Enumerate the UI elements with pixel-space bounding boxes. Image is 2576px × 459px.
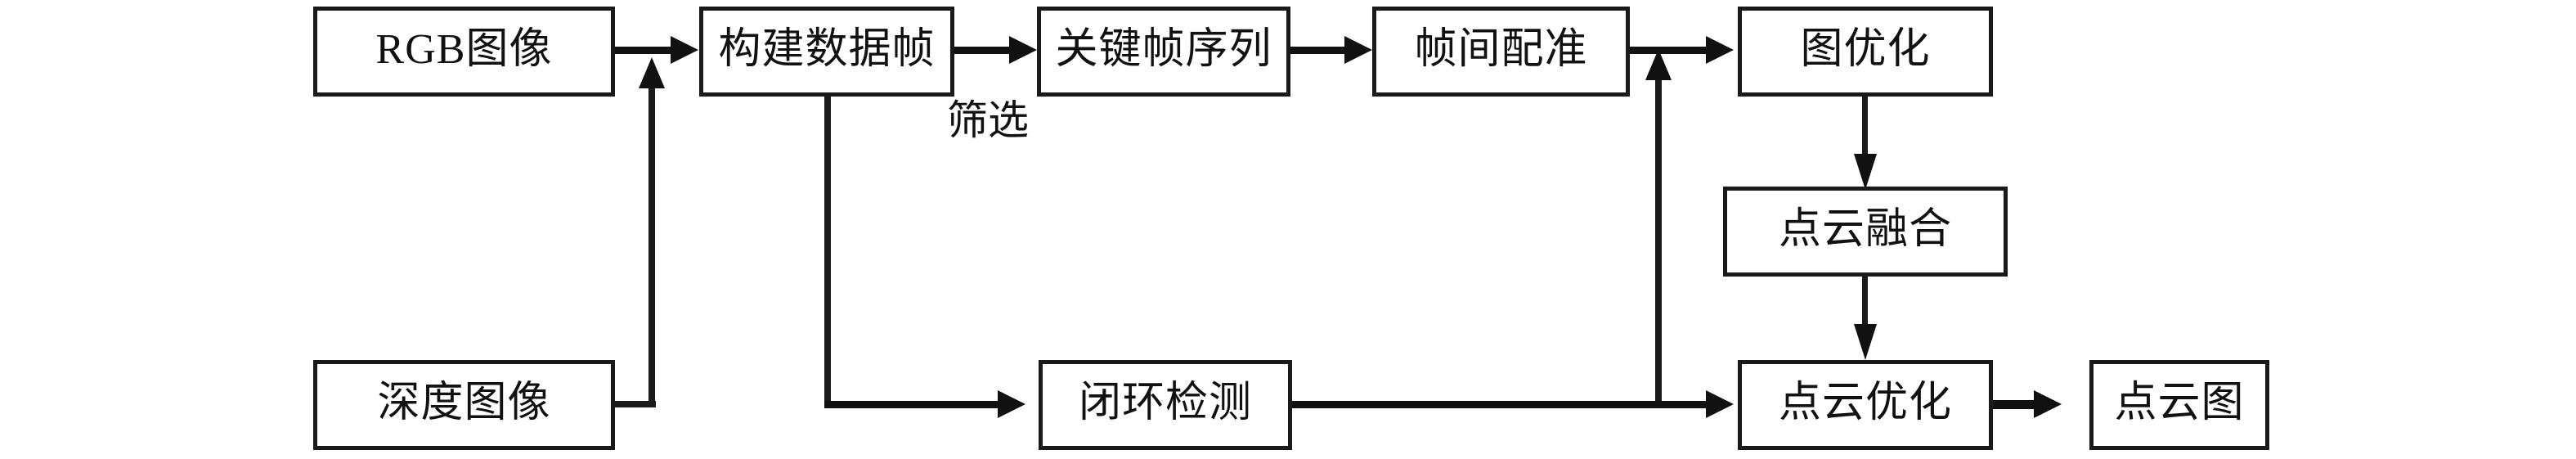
node-point-cloud-map[interactable]: 点云图 [2089, 360, 2269, 450]
node-rgb-image-label: RGB图像 [375, 26, 553, 73]
node-rgb-image[interactable]: RGB图像 [313, 7, 615, 97]
edge-buildframe-to-loopdetect-vline [824, 97, 831, 405]
node-build-data-frame-label: 构建数据帧 [718, 26, 936, 73]
edge-buildframe-to-loopdetect-arrowhead [998, 390, 1025, 418]
node-keyframe-sequence-label: 关键帧序列 [1055, 26, 1272, 73]
edge-loopdetect-to-graphopt-arrowhead [1645, 49, 1672, 80]
node-point-cloud-optimization-label: 点云优化 [1778, 380, 1952, 426]
edge-cloudfusion-to-cloudopt-vline [1862, 277, 1868, 327]
edge-loopdetect-to-cloudopt-line [1292, 401, 1708, 408]
node-point-cloud-fusion-label: 点云融合 [1778, 206, 1952, 253]
node-point-cloud-fusion[interactable]: 点云融合 [1723, 187, 2008, 277]
edge-cloudopt-to-cloudmap-arrowhead [2034, 390, 2062, 418]
edge-loopdetect-to-cloudopt-arrowhead [1706, 390, 1734, 418]
node-loop-closure-detection-label: 闭环检测 [1078, 380, 1252, 426]
edge-cloudfusion-to-cloudopt-arrowhead [1854, 324, 1877, 360]
edge-rgb-to-buildframe-line [615, 47, 672, 54]
node-depth-image[interactable]: 深度图像 [313, 360, 615, 450]
edge-keyframe-to-framealign-line [1290, 47, 1346, 54]
edge-buildframe-to-loopdetect-hline [824, 401, 1000, 408]
edge-depth-to-buildframe-arrowhead [639, 57, 665, 88]
edge-depth-to-buildframe-vline [648, 72, 655, 404]
edge-buildframe-to-keyframe-arrowhead [1009, 36, 1037, 64]
edge-cloudopt-to-cloudmap-line [1993, 400, 2035, 409]
node-point-cloud-map-label: 点云图 [2114, 380, 2245, 426]
edge-label-filter: 筛选 [947, 97, 1029, 143]
edge-framealign-to-graphopt-arrowhead [1706, 36, 1734, 64]
node-keyframe-sequence[interactable]: 关键帧序列 [1037, 7, 1290, 97]
node-graph-optimization[interactable]: 图优化 [1738, 7, 1993, 97]
node-build-data-frame[interactable]: 构建数据帧 [699, 7, 954, 97]
edge-depth-to-buildframe-hline [612, 401, 656, 407]
edge-graphopt-to-cloudfusion-arrowhead [1854, 154, 1877, 190]
node-loop-closure-detection[interactable]: 闭环检测 [1039, 360, 1292, 450]
node-point-cloud-optimization[interactable]: 点云优化 [1738, 360, 1993, 450]
node-depth-image-label: 深度图像 [377, 380, 551, 426]
edge-rgb-to-buildframe-arrowhead [671, 36, 698, 64]
edge-keyframe-to-framealign-arrowhead [1344, 36, 1372, 64]
node-frame-alignment-label: 帧间配准 [1414, 26, 1588, 73]
edge-graphopt-to-cloudfusion-vline [1862, 97, 1868, 159]
edge-buildframe-to-keyframe-line [954, 47, 1012, 54]
node-frame-alignment[interactable]: 帧间配准 [1372, 7, 1630, 97]
edge-loopdetect-to-graphopt-vline [1655, 64, 1662, 404]
node-graph-optimization-label: 图优化 [1800, 26, 1931, 73]
